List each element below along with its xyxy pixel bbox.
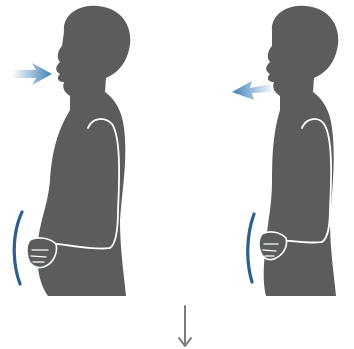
inhale-arrow-icon	[14, 63, 52, 85]
exhale-arrow-icon	[232, 81, 272, 100]
belly-arc-icon	[14, 212, 22, 284]
figure-inhale	[14, 6, 130, 296]
belly-arc-icon	[248, 214, 254, 282]
down-arrow-icon	[179, 306, 191, 346]
figure-exhale	[232, 6, 338, 296]
